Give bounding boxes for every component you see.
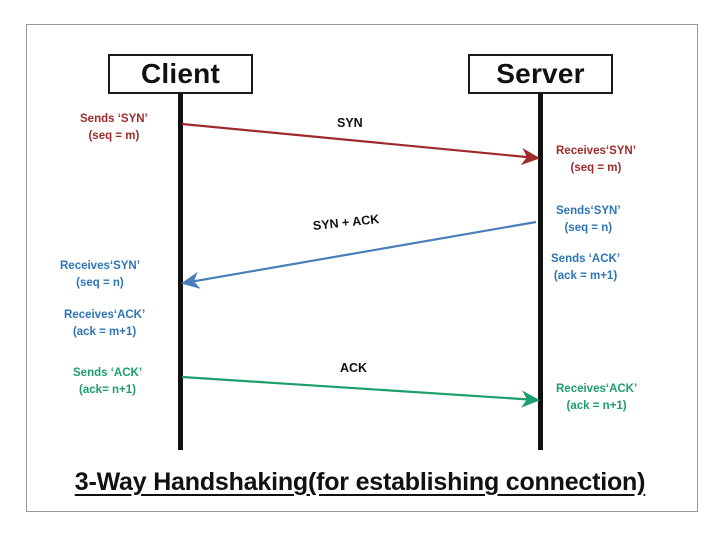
note-server-receives-syn: Receives‘SYN’ (seq = m) <box>556 143 636 176</box>
server-lifeline <box>538 93 543 450</box>
note-line-1: Receives‘SYN’ <box>60 260 140 272</box>
note-line-2: (ack = n+1) <box>566 399 627 412</box>
note-line-2: (ack= n+1) <box>79 383 136 396</box>
server-node-box: Server <box>468 54 613 94</box>
diagram-title: 3-Way Handshaking(for establishing conne… <box>74 468 646 496</box>
note-client-sends-syn: Sends ‘SYN’ (seq = m) <box>80 111 148 144</box>
server-node-label: Server <box>496 58 585 89</box>
note-line-1: Sends‘SYN’ <box>556 205 621 217</box>
note-server-receives-ack: Receives‘ACK’ (ack = n+1) <box>556 381 637 414</box>
note-line-1: Sends ‘ACK’ <box>73 367 143 379</box>
note-line-1: Sends ‘ACK’ <box>551 253 621 265</box>
note-line-2: (seq = n) <box>76 276 124 289</box>
client-lifeline <box>178 93 183 450</box>
note-client-receives-ack: Receives‘ACK’ (ack = m+1) <box>64 307 145 340</box>
note-client-receives-syn: Receives‘SYN’ (seq = n) <box>60 258 140 291</box>
note-line-2: (seq = m) <box>570 161 622 174</box>
note-server-sends-ack: Sends ‘ACK’ (ack = m+1) <box>551 251 620 284</box>
note-line-1: Receives‘SYN’ <box>556 145 636 157</box>
caption-syn: SYN <box>337 116 363 130</box>
note-line-1: Receives‘ACK’ <box>64 309 146 321</box>
client-node-label: Client <box>141 58 220 89</box>
note-line-2: (seq = m) <box>88 129 140 142</box>
caption-ack: ACK <box>340 361 368 375</box>
client-node-box: Client <box>108 54 253 94</box>
note-line-2: (ack = m+1) <box>553 269 618 282</box>
note-client-sends-ack: Sends ‘ACK’ (ack= n+1) <box>73 365 142 398</box>
note-line-1: Receives‘ACK’ <box>556 383 638 395</box>
note-server-sends-syn: Sends‘SYN’ (seq = n) <box>556 203 621 236</box>
note-line-2: (ack = m+1) <box>72 325 137 338</box>
note-line-1: Sends ‘SYN’ <box>80 113 148 125</box>
note-line-2: (seq = n) <box>564 221 613 234</box>
